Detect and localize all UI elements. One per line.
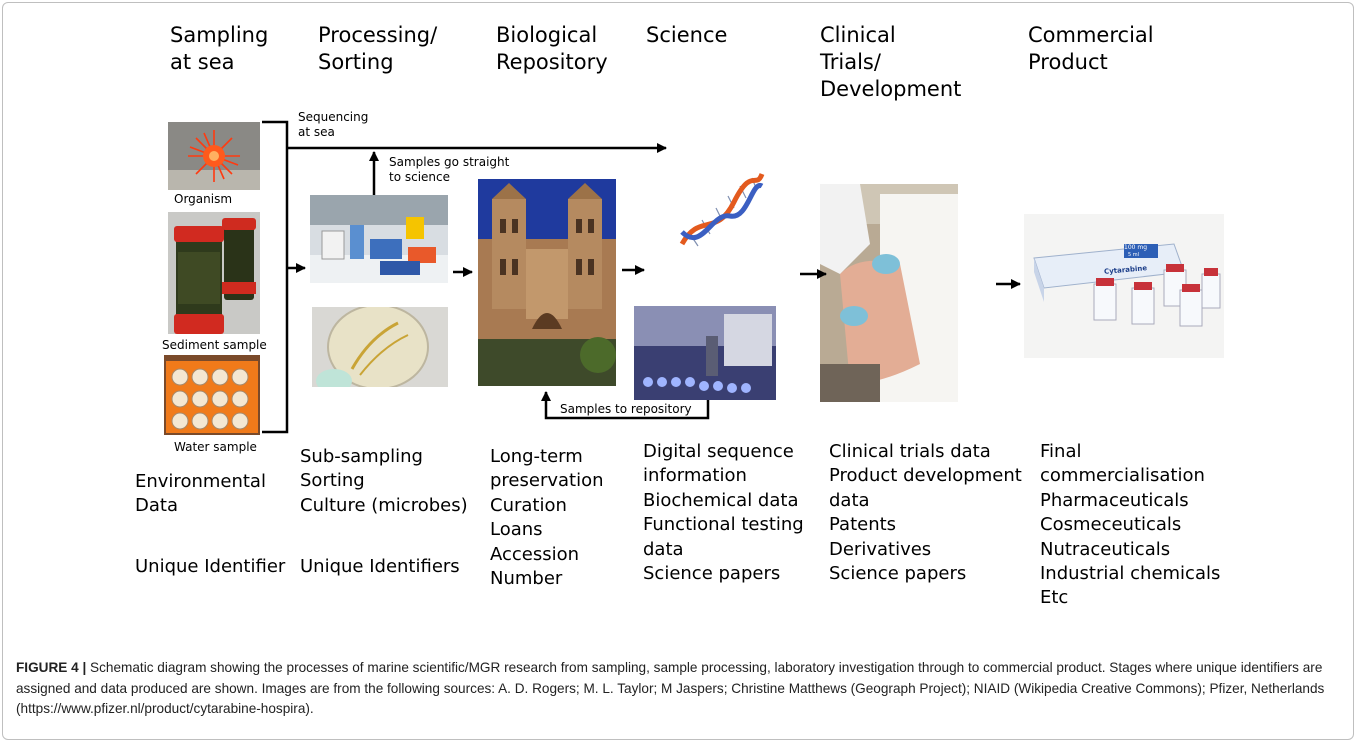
caption-text: Schematic diagram showing the processes … [16,660,1325,716]
caption-label: FIGURE 4 | [16,660,87,675]
stage-title-processing: Processing/ Sorting [318,23,438,74]
museum-photo [478,179,616,386]
clinical-text: Clinical trials data Product development… [829,441,1022,585]
lab-robot-photo [634,306,776,400]
stage-title-clinical: Clinical Trials/ Development [820,23,962,101]
product-volume-label: 5 ml [1128,252,1140,258]
science-text: Digital sequence information Biochemical… [643,441,804,585]
commercial-text: Final commercialisation Pharmaceuticals … [1040,441,1221,609]
straight-to-science-label: Samples go straight to science [389,155,510,184]
stage-title-science: Science [646,23,728,47]
water-photo [164,355,260,435]
lab-bench-photo [310,195,448,283]
processing-text: Sub-sampling Sorting Culture (microbes) [300,446,468,516]
sampling-data-text: Environmental Data [135,471,266,517]
repository-text: Long-term preservation Curation Loans Ac… [490,446,604,590]
stage-title-commercial: Commercial Product [1028,23,1154,74]
stage-title-repository: Biological Repository [496,23,608,74]
sequencing-label: Sequencing at sea [298,110,369,139]
dna-helix-image [676,172,766,252]
processing-identifier-text: Unique Identifiers [300,556,460,577]
sediment-photo [168,212,260,334]
product-photo: Cytarabine 100 mg 5 ml [1024,214,1224,358]
product-dose-label: 100 mg [1124,244,1148,251]
culture-plate-photo [312,307,448,387]
sampling-identifier-text: Unique Identifier [135,556,286,577]
sampling-bracket [262,120,289,434]
sediment-label: Sediment sample [162,338,267,352]
stage-title-sampling: Sampling at sea [170,23,269,74]
samples-to-repository-arrow [541,391,710,420]
vaccination-photo [820,184,958,402]
organism-label: Organism [174,192,233,206]
samples-to-repository-label: Samples to repository [560,402,692,416]
water-label: Water sample [174,440,257,454]
figure-caption: FIGURE 4 | Schematic diagram showing the… [16,658,1346,720]
organism-photo [168,122,260,190]
